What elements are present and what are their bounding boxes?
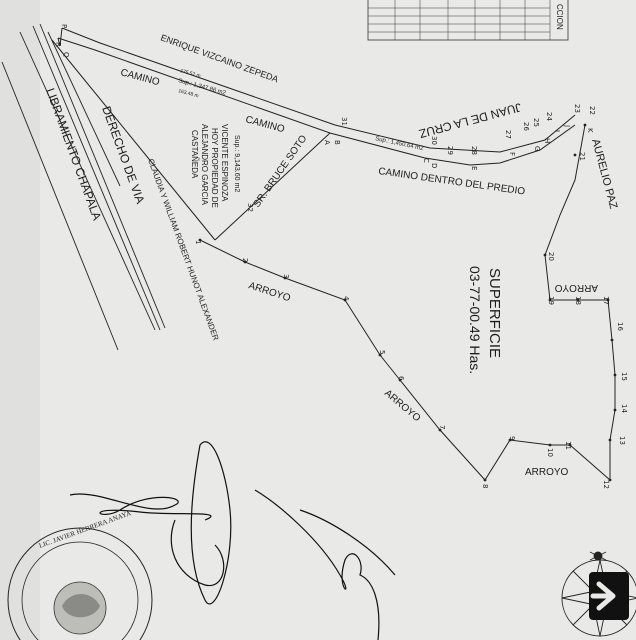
signatures [69, 441, 396, 640]
label-dist-2: 163.48 m [177, 88, 199, 99]
vertex-D: D [430, 163, 438, 168]
vertex-14: 14 [620, 404, 628, 413]
vertex-Q: Q [62, 52, 70, 58]
vertex-23: 23 [573, 104, 581, 113]
vertex-F: F [508, 152, 516, 156]
vertex-E: E [470, 166, 478, 170]
vertex-R: R [54, 42, 62, 47]
vertex-B: B [333, 140, 341, 145]
vertex-22: 22 [588, 106, 596, 115]
vertex-20: 20 [547, 252, 555, 261]
vertex-1: 1 [194, 240, 202, 244]
vertex-7: 7 [438, 425, 446, 429]
vertex-5: 5 [378, 350, 386, 354]
vertex-13: 13 [618, 436, 626, 445]
vertex-K: K [586, 128, 594, 133]
label-vicente-4: CASTAÑEDA [190, 130, 199, 179]
vertex-H: H [543, 138, 551, 143]
vertex-24: 24 [545, 112, 553, 121]
vertex-16: 16 [616, 322, 624, 331]
vertex-30: 30 [430, 136, 438, 145]
label-arroyo-3: ARROYO [525, 467, 569, 478]
label-arroyo-4: ARROYO [554, 282, 598, 293]
vertex-labels: 1 2 3 4 5 6 7 8 9 10 11 12 13 14 15 16 1… [54, 24, 628, 489]
vertex-25: 25 [532, 118, 540, 127]
label-vicente-3: ALEJANDRO GARCIA [200, 124, 209, 206]
vertex-17: 17 [602, 296, 610, 305]
vertex-I: I [553, 130, 561, 132]
vertex-28: 28 [470, 146, 478, 155]
vertex-G: G [533, 146, 541, 151]
vertex-11: 11 [564, 441, 572, 450]
label-vicente-1: VICENTE ESPINOZA [220, 124, 229, 202]
superficie-title: SUPERFICIE [486, 268, 503, 358]
vertex-P: P [60, 24, 68, 28]
vertex-A: A [323, 140, 331, 145]
road-lines [1, 23, 166, 351]
vertex-8: 8 [481, 484, 489, 488]
vertex-19: 19 [547, 296, 555, 305]
table-header: CCION [555, 4, 564, 30]
north-boundary [51, 27, 576, 241]
vertex-18: 18 [574, 296, 582, 305]
vertex-3: 3 [282, 274, 290, 278]
vertex-marks [198, 123, 617, 482]
vertex-10: 10 [546, 448, 554, 457]
vertex-32: 32 [246, 203, 254, 212]
vertex-J: J [563, 124, 571, 127]
vertex-21: 21 [578, 152, 586, 161]
vertex-27: 27 [504, 130, 512, 139]
vertex-9: 9 [508, 436, 516, 440]
vertex-29: 29 [446, 146, 454, 155]
vertex-31: 31 [340, 117, 348, 126]
vertex-26: 26 [522, 122, 530, 131]
label-dist-1: 175.52 m [179, 68, 201, 79]
vertex-4: 4 [342, 296, 350, 301]
vertex-15: 15 [620, 372, 628, 381]
vertex-12: 12 [602, 480, 610, 489]
label-sup-vicente: Sup.: 9,143.60 m2 [233, 135, 240, 192]
vertex-2: 2 [241, 258, 249, 262]
label-vicente-2: HOY PROPIEDAD DE [210, 128, 219, 208]
coordinate-table: CCION [367, 0, 569, 41]
vertex-6: 6 [397, 376, 405, 381]
superficie-value: 03-77-00.49 Has. [467, 266, 483, 374]
vertex-C: C [422, 158, 430, 163]
compass-rose-icon [561, 551, 636, 637]
